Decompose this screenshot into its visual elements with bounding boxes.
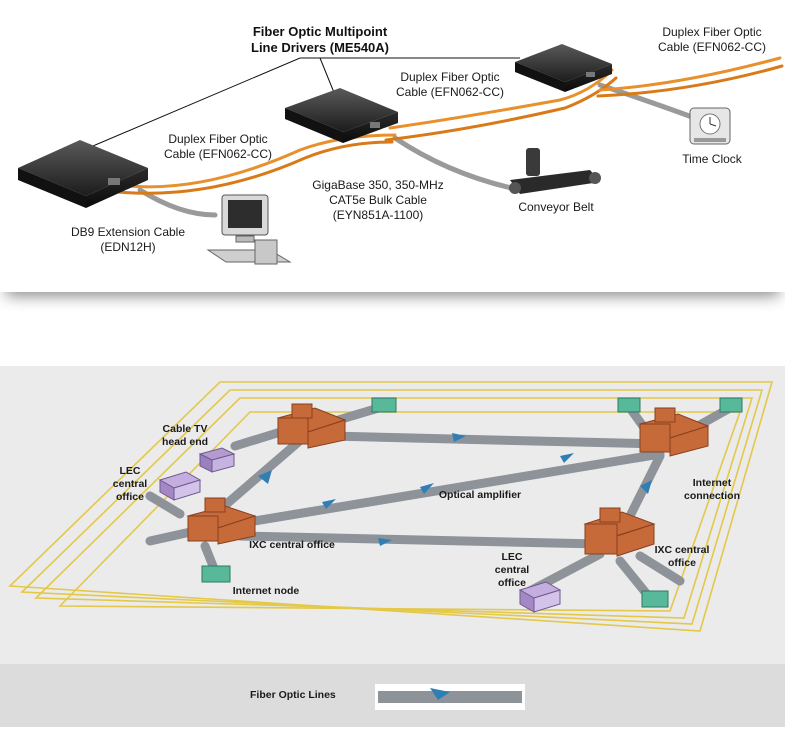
amplifier-1 bbox=[258, 470, 272, 484]
ixc-office-right bbox=[583, 507, 656, 557]
teal-node-4 bbox=[641, 590, 669, 608]
cable-tv-head-end-box bbox=[198, 447, 236, 473]
legend-label: Fiber Optic Lines bbox=[250, 689, 336, 701]
ixc-left-label: IXC central office bbox=[249, 539, 335, 551]
lec-office-left-box bbox=[158, 471, 202, 501]
internet-node-label: Internet node bbox=[233, 585, 300, 597]
computer-icon bbox=[206, 194, 292, 265]
amplifier-7 bbox=[640, 480, 652, 494]
ixc-office-top bbox=[276, 403, 347, 449]
gigabase-label-1: GigaBase 350, 350-MHz bbox=[312, 178, 443, 192]
conveyor-belt-icon bbox=[509, 148, 601, 194]
internet-connection-label-1: Internet bbox=[693, 477, 732, 489]
lec-left-label-2: central bbox=[113, 478, 148, 490]
ixc-right-label-2: office bbox=[668, 557, 696, 569]
amplifier-4 bbox=[420, 483, 434, 494]
cable-label-left-1: Duplex Fiber Optic bbox=[168, 132, 267, 146]
line-driver-box-middle bbox=[285, 88, 398, 143]
db9-label-2: (EDN12H) bbox=[100, 240, 155, 254]
cable-label-mid-1: Duplex Fiber Optic bbox=[400, 70, 499, 84]
cable-label-top-right-2: Cable (EFN062-CC) bbox=[658, 40, 766, 54]
line-driver-diagram: Fiber Optic Multipoint Line Drivers (ME5… bbox=[18, 24, 784, 265]
cable-label-mid-2: Cable (EFN062-CC) bbox=[396, 85, 504, 99]
fiber-paths bbox=[145, 401, 735, 603]
amplifier-6 bbox=[378, 538, 392, 546]
lec-left-label-1: LEC bbox=[120, 465, 141, 477]
line-driver-box-right bbox=[515, 44, 612, 92]
db9-label-1: DB9 Extension Cable bbox=[71, 225, 185, 239]
ixc-office-left bbox=[186, 497, 257, 545]
title-line-2: Line Drivers (ME540A) bbox=[251, 40, 389, 55]
lec-office-right-box bbox=[518, 581, 562, 613]
optical-amplifiers bbox=[258, 433, 652, 546]
ixc-office-right-top bbox=[638, 407, 710, 457]
lec-left-label-3: office bbox=[116, 491, 144, 503]
internet-node-box bbox=[201, 565, 231, 583]
cable-label-left-2: Cable (EFN062-CC) bbox=[164, 147, 272, 161]
teal-node-3 bbox=[719, 397, 743, 413]
cable-tv-label-2: head end bbox=[162, 436, 208, 448]
internet-connection-label-2: connection bbox=[684, 490, 740, 502]
amplifier-3 bbox=[560, 453, 574, 463]
title-pointer-lines bbox=[59, 57, 520, 161]
lec-right-label-1: LEC bbox=[502, 551, 523, 563]
fiber-cables bbox=[116, 56, 784, 195]
conveyor-belt-label: Conveyor Belt bbox=[518, 200, 594, 214]
ixc-right-label-1: IXC central bbox=[655, 544, 710, 556]
line-driver-box-left bbox=[18, 140, 148, 208]
teal-node-2 bbox=[617, 397, 641, 413]
gigabase-label-2: CAT5e Bulk Cable bbox=[329, 193, 427, 207]
fiber-network-diagram-panel: Cable TV head end LEC central office IXC… bbox=[0, 366, 785, 727]
title-line-1: Fiber Optic Multipoint bbox=[253, 24, 388, 39]
fiber-network-diagram: Cable TV head end LEC central office IXC… bbox=[0, 381, 785, 727]
lec-right-label-2: central bbox=[495, 564, 530, 576]
amplifier-5 bbox=[322, 499, 336, 509]
amplifier-2 bbox=[452, 433, 466, 442]
teal-nodes bbox=[201, 397, 743, 608]
cable-label-top-right-1: Duplex Fiber Optic bbox=[662, 25, 761, 39]
cable-tv-label-1: Cable TV bbox=[163, 423, 208, 435]
time-clock-icon bbox=[689, 107, 731, 145]
time-clock-label: Time Clock bbox=[682, 152, 743, 166]
legend-fiber-line-sample bbox=[375, 684, 525, 710]
optical-amplifier-label: Optical amplifier bbox=[439, 489, 521, 501]
lec-right-label-3: office bbox=[498, 577, 526, 589]
gigabase-label-3: (EYN851A-1100) bbox=[333, 208, 424, 222]
teal-node-1 bbox=[371, 397, 397, 413]
line-driver-diagram-panel: Fiber Optic Multipoint Line Drivers (ME5… bbox=[0, 0, 785, 292]
